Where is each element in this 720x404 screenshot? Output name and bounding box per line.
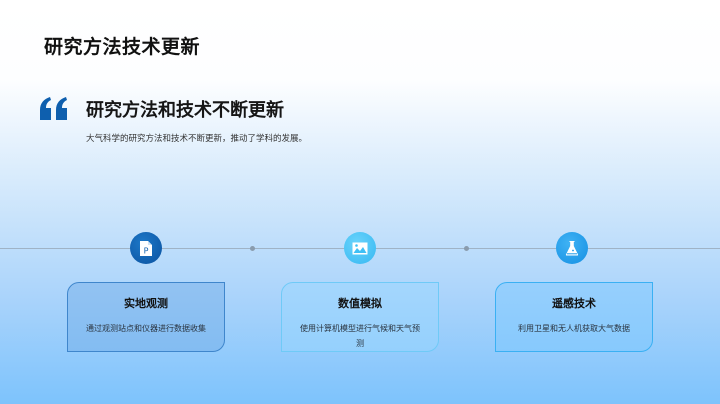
quote-description: 大气科学的研究方法和技术不断更新，推动了学科的发展。 [86,134,308,144]
timeline-dot [464,246,469,251]
timeline-dot [250,246,255,251]
card-title: 遥感技术 [552,297,596,310]
method-card-remote-sensing: 遥感技术 利用卫星和无人机获取大气数据 [495,282,653,352]
card-title: 数值模拟 [338,297,382,310]
card-description: 利用卫星和无人机获取大气数据 [518,324,630,333]
svg-text:P: P [144,246,149,255]
card-description: 使用计算机模型进行气候和天气预测 [300,324,420,348]
quote-icon [38,96,70,122]
card-description: 通过观测站点和仪器进行数据收集 [86,324,206,333]
card-title: 实地观测 [124,297,168,310]
quote-heading: 研究方法和技术不断更新 [86,100,284,121]
method-card-numerical-simulation: 数值模拟 使用计算机模型进行气候和天气预测 [281,282,439,352]
method-card-field-observation: 实地观测 通过观测站点和仪器进行数据收集 [67,282,225,352]
image-icon [344,232,376,264]
slide-title: 研究方法技术更新 [44,36,201,58]
flask-icon [556,232,588,264]
document-p-icon: P [130,232,162,264]
